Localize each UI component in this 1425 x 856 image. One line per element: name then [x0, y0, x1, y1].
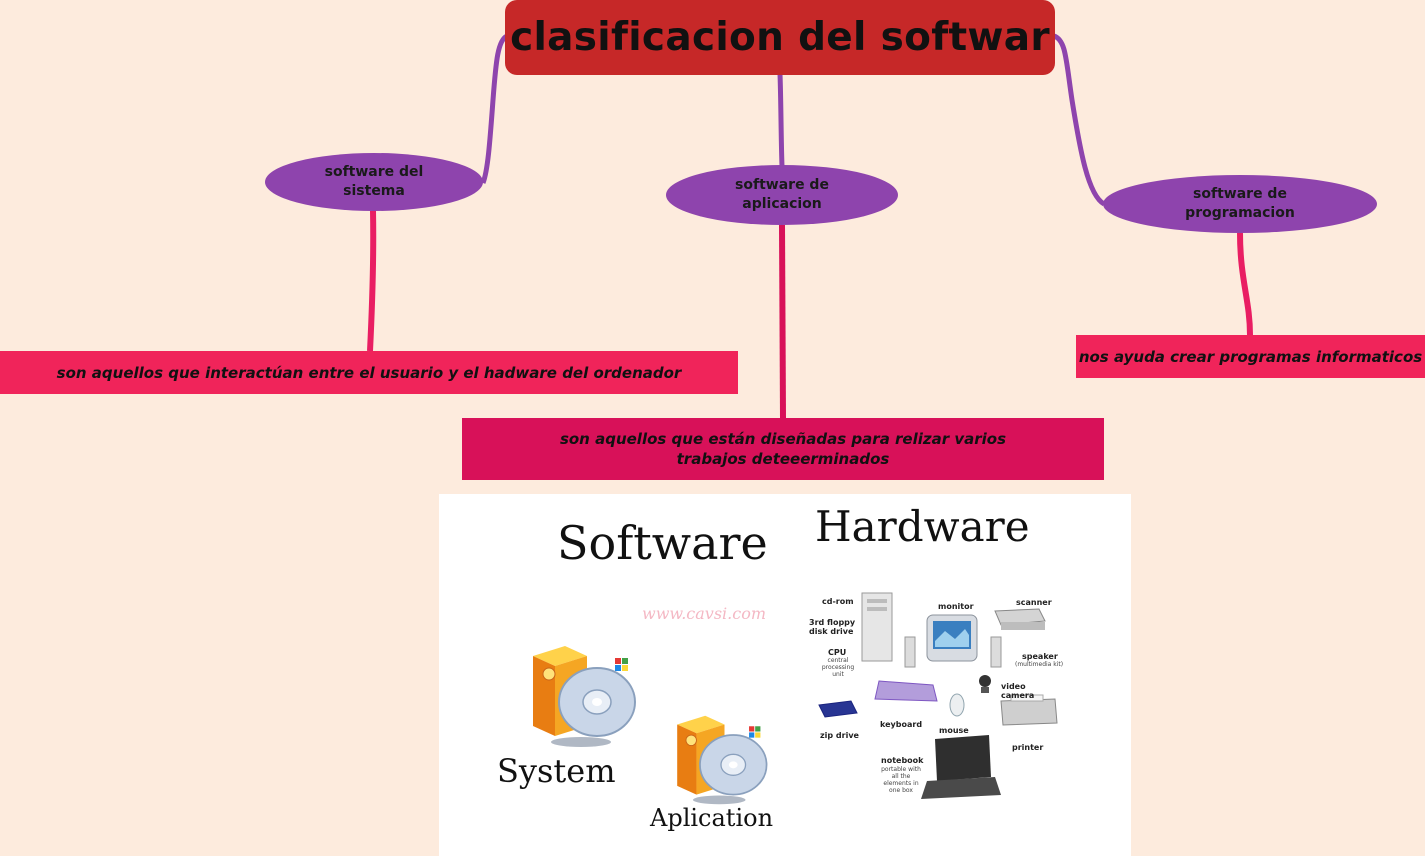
connector-application-to-desc — [779, 224, 786, 419]
hw-floppy-label: 3rd floppy disk drive — [809, 618, 856, 636]
hw-notebook-label: notebook — [881, 756, 924, 765]
branch-label: software del sistema — [324, 164, 424, 199]
hw-cpu-sub: central processing unit — [821, 657, 855, 678]
hw-printer-label: printer — [1012, 743, 1044, 752]
desc-text: son aquellos que interactúan entre el us… — [56, 363, 682, 382]
desc-text: son aquellos que están diseñadas para re… — [559, 430, 1007, 468]
software-heading: Software — [557, 516, 768, 570]
desc-application-software[interactable]: son aquellos que están diseñadas para re… — [462, 418, 1104, 480]
system-software-icon — [533, 646, 636, 747]
branch-label: software de programacion — [1185, 186, 1295, 221]
desc-text: nos ayuda crear programas informaticos — [1078, 347, 1423, 366]
branch-programming-software[interactable]: software de programacion — [1103, 175, 1377, 233]
connector-root-to-programming — [1052, 33, 1106, 207]
branch-application-software[interactable]: software de aplicacion — [666, 165, 898, 225]
hw-speaker-label: speaker — [1022, 652, 1058, 661]
software-hardware-image: Software Hardware www.cavsi.com System A… — [439, 494, 1131, 856]
connector-system-to-desc — [367, 210, 377, 352]
hw-zip-drive-label: zip drive — [820, 731, 859, 740]
application-software-icon — [677, 715, 768, 805]
branch-label: software de aplicacion — [735, 177, 829, 212]
root-topic[interactable]: clasificacion del softwar — [505, 0, 1055, 75]
hw-monitor-label: monitor — [938, 602, 974, 611]
hw-speaker-sub: (multimedia kit) — [1015, 661, 1064, 668]
branch-system-software[interactable]: software del sistema — [265, 153, 483, 211]
desc-programming-software[interactable]: nos ayuda crear programas informaticos — [1076, 335, 1425, 378]
hw-cdrom-label: cd-rom — [822, 597, 854, 606]
hw-cpu-label: CPU — [828, 648, 847, 657]
hardware-components-icon — [818, 592, 1058, 799]
connector-programming-to-desc — [1237, 232, 1253, 336]
hw-keyboard-label: keyboard — [880, 720, 923, 729]
hw-mouse-label: mouse — [939, 726, 969, 735]
hw-scanner-label: scanner — [1016, 598, 1052, 607]
hw-video-camera-label: video camera — [1001, 682, 1035, 700]
watermark: www.cavsi.com — [642, 604, 766, 623]
hardware-heading: Hardware — [815, 502, 1030, 551]
system-label: System — [497, 752, 616, 790]
hw-notebook-sub: portable with all the elements in one bo… — [881, 766, 921, 794]
connector-root-to-system — [480, 33, 509, 184]
desc-system-software[interactable]: son aquellos que interactúan entre el us… — [0, 351, 738, 394]
application-label: Aplication — [650, 804, 774, 832]
connector-root-to-application — [777, 73, 785, 167]
